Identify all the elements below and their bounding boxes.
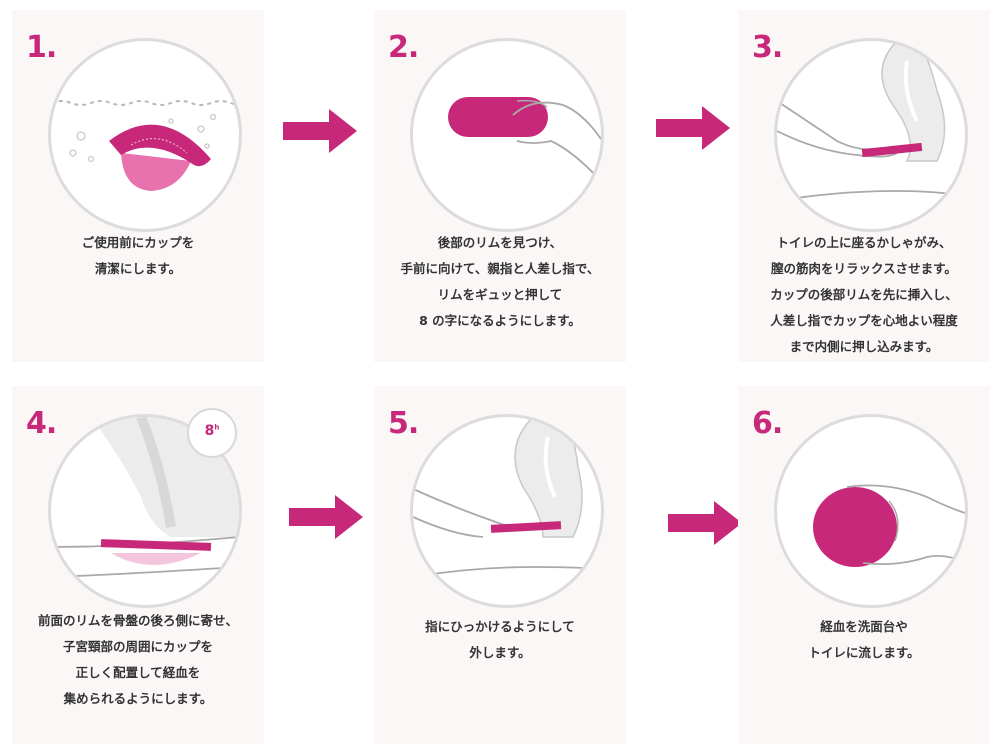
step-number: 4. (26, 406, 57, 441)
step-description: 前面のリムを骨盤の後ろ側に寄せ、 子宮頸部の周囲にカップを 正しく配置して経血を… (37, 613, 238, 706)
step-card-5: 5. 指にひっかけるようにして 外します。 (374, 386, 626, 744)
arrow-right-icon (668, 501, 742, 545)
step-card-4: 4. 8h 前面のリムを骨盤の後ろ側に寄せ、 子宮頸部の周囲にカップを 正しく配… (12, 386, 264, 744)
cup-washing-icon (51, 100, 239, 191)
step-number: 3. (752, 30, 783, 65)
step-number: 5. (388, 406, 419, 441)
step-number: 6. (752, 406, 783, 441)
fold-cup-icon (448, 97, 601, 182)
arrow-right-icon (283, 109, 357, 153)
step-illustration (774, 38, 968, 232)
step-description: ご使用前にカップを 清潔にします。 (81, 235, 195, 276)
step-card-2: 2. 後部のリムを見つけ、 手前に向けて、親指と人差し指で、 リムをギュッと押し… (374, 10, 626, 362)
remove-cup-icon (413, 417, 601, 578)
arrow-right-icon (289, 495, 363, 539)
badge-value: 8 (204, 423, 215, 439)
step-description: 経血を洗面台や トイレに流します。 (808, 619, 920, 660)
step-illustration (410, 38, 604, 232)
step-description: トイレの上に座るかしゃがみ、 膣の筋肉をリラックスさせます。 カップの後部リムを… (770, 235, 958, 354)
step-description: 後部のリムを見つけ、 手前に向けて、親指と人差し指で、 リムをギュッと押して 8… (400, 235, 600, 328)
step-card-1: 1. ご使用前にカップを 清潔にします。 (12, 10, 264, 362)
step-illustration (48, 38, 242, 232)
step-card-6: 6. 経血を洗面台や トイレに流します。 (738, 386, 990, 744)
insert-cup-icon (777, 41, 965, 202)
timer-cycle-icon: 8h (187, 408, 237, 458)
step-description: 指にひっかけるようにして 外します。 (425, 619, 575, 660)
step-illustration (410, 414, 604, 608)
arrow-right-icon (656, 106, 730, 150)
empty-cup-icon (813, 484, 965, 567)
badge-unit: h (214, 423, 220, 432)
step-number: 1. (26, 30, 57, 65)
step-number: 2. (388, 30, 419, 65)
step-card-3: 3. トイレの上に座るかしゃがみ、 膣の筋肉をリラックスさせます。 カップの後部… (738, 10, 990, 362)
step-illustration (774, 414, 968, 608)
